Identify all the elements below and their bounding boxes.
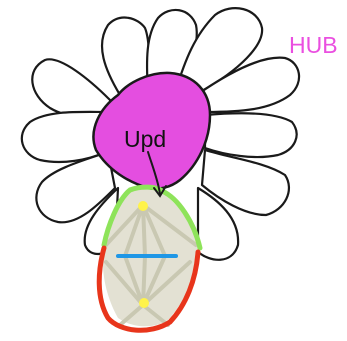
- cell-right: [205, 113, 297, 157]
- centrosome-bottom: [139, 298, 149, 308]
- upd-label: Upd: [124, 126, 166, 152]
- centrosome-top: [138, 201, 148, 211]
- cell-far-top-left: [32, 59, 112, 116]
- hub-label: HUB: [289, 32, 338, 58]
